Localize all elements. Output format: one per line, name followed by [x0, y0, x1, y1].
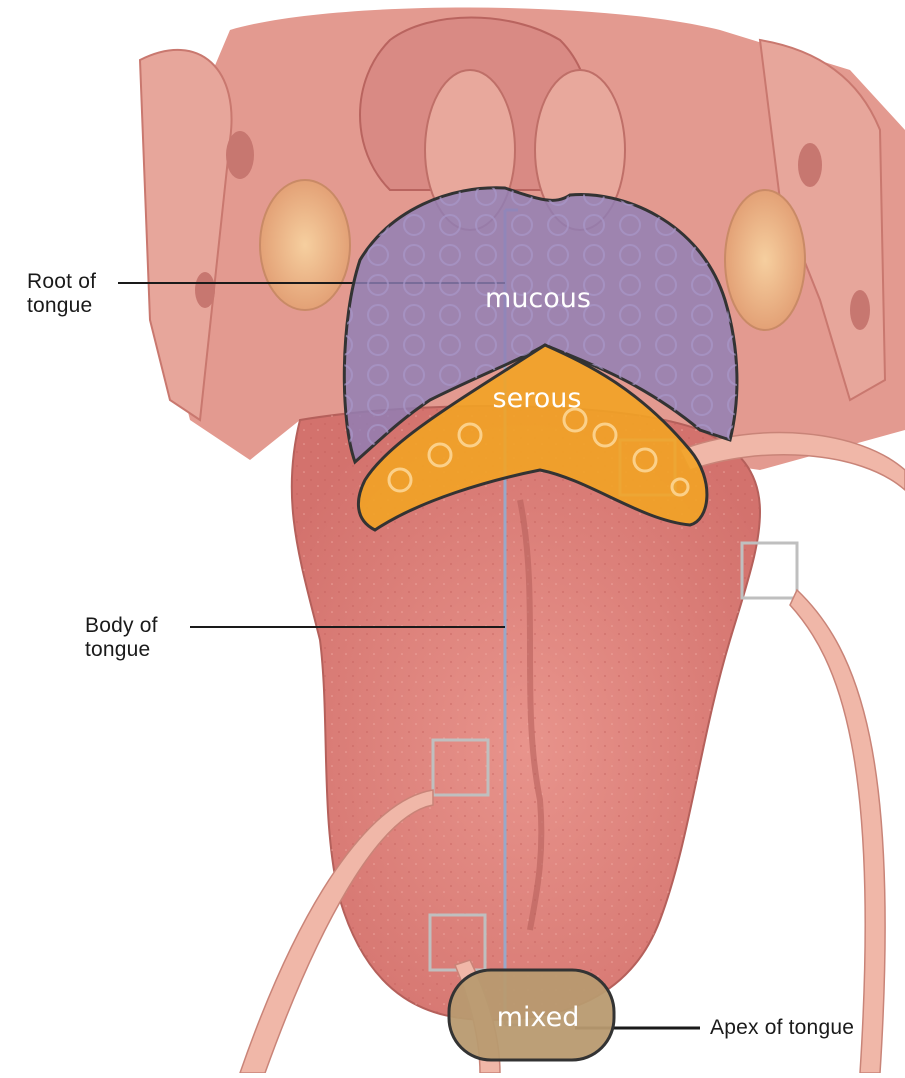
mucous-label: mucous	[485, 283, 591, 314]
body-of-tongue-label: Body of tongue	[85, 614, 158, 662]
left-tonsil	[260, 180, 350, 310]
ribbon	[790, 590, 885, 1073]
root-label-line1: Root of	[27, 270, 96, 294]
apex-of-tongue-label: Apex of tongue	[710, 1016, 854, 1040]
right-tonsil	[725, 190, 805, 330]
mixed-label: mixed	[497, 1002, 580, 1033]
body-label-line1: Body of	[85, 614, 158, 638]
root-of-tongue-label: Root of tongue	[27, 270, 96, 318]
body-label-line2: tongue	[85, 638, 158, 662]
serous-label: serous	[493, 383, 582, 414]
root-label-line2: tongue	[27, 294, 96, 318]
